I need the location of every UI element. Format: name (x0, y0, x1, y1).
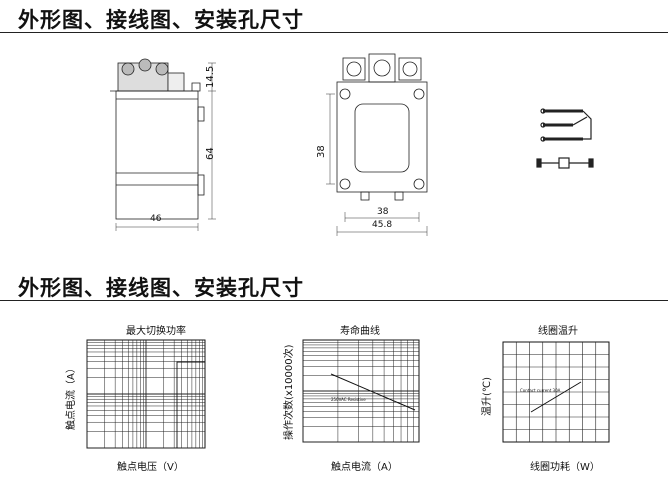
wiring-diagram (536, 108, 594, 169)
chart-xlabel: 触点电压（V） (117, 462, 184, 473)
section-header: 外形图、接线图、安装孔尺寸 (0, 0, 671, 37)
chart-ylabel: 温升(℃) (482, 376, 493, 416)
dim-label-hole-vertical: 38 (316, 145, 327, 158)
life-curve-line (330, 373, 416, 411)
dim-label-height: 64 (205, 147, 216, 160)
section-title: 外形图、接线图、安装孔尺寸 (18, 8, 304, 32)
max-switching-power-chart (86, 339, 206, 449)
relay-outline-drawing (110, 58, 216, 231)
relay-mounting-drawing (326, 53, 428, 236)
chart-ylabel: 触点电流（A） (66, 363, 77, 430)
dim-label-hole-horizontal: 38 (377, 207, 389, 217)
chart-annotation: 250VAC Resistive (331, 397, 366, 402)
power-boundary-line (176, 361, 205, 448)
dim-label-width: 46 (150, 214, 162, 224)
chart-xlabel: 触点电流（A） (331, 462, 398, 473)
chart-annotation: Contact current 30A (520, 388, 561, 393)
temp-rise-line (530, 381, 582, 413)
section-title: 外形图、接线图、安装孔尺寸 (18, 276, 304, 300)
chart-xlabel: 线圈功耗（W） (530, 462, 600, 473)
dim-label-total-width: 45.8 (372, 220, 393, 230)
section-divider (0, 32, 668, 33)
chart-title: 寿命曲线 (340, 326, 380, 337)
coil-temp-rise-chart (502, 341, 610, 443)
dim-label-top: 14.5 (205, 65, 216, 88)
section-header: 外形图、接线图、安装孔尺寸 (0, 268, 671, 305)
section-divider (0, 300, 668, 301)
chart-title: 最大切换功率 (126, 326, 186, 337)
chart-ylabel: 操作次数(x10000次) (284, 344, 295, 440)
life-curve-chart (302, 339, 420, 443)
chart-title: 线圈温升 (538, 326, 578, 337)
